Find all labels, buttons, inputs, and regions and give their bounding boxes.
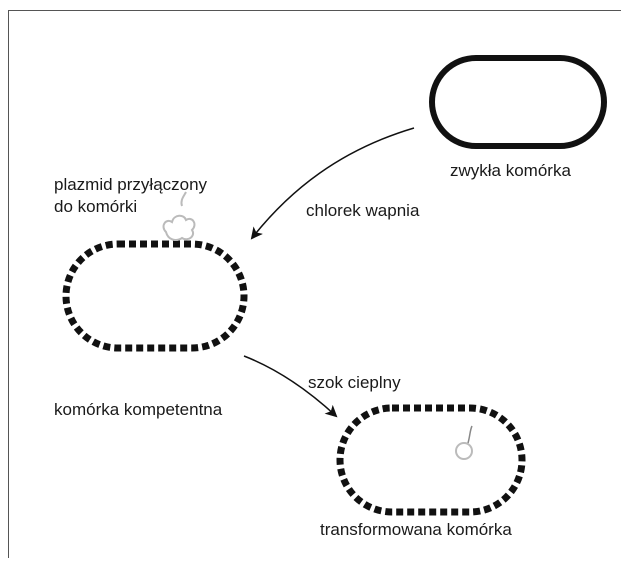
- internal-plasmid-tail: [468, 426, 472, 443]
- plasmid-attached-label-line2: do komórki: [54, 196, 137, 218]
- attached-plasmid: [164, 192, 195, 240]
- heat-shock-label: szok cieplny: [308, 372, 401, 394]
- calcium-chloride-label: chlorek wapnia: [306, 200, 419, 222]
- transformed-cell-label: transformowana komórka: [320, 519, 512, 541]
- normal-cell: [432, 58, 604, 146]
- normal-cell-label: zwykła komórka: [450, 160, 571, 182]
- transformed-cell: [340, 408, 522, 512]
- plasmid-attached-label-line1: plazmid przyłączony: [54, 174, 207, 196]
- internal-plasmid: [456, 443, 472, 459]
- competent-cell: [66, 244, 244, 348]
- competent-cell-label: komórka kompetentna: [54, 399, 222, 421]
